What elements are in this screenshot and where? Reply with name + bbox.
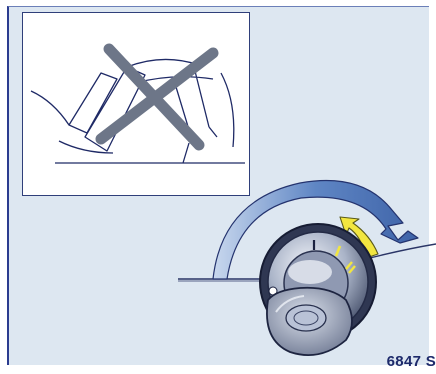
key-emblem xyxy=(286,305,326,331)
figure-reference-code: 6847 S xyxy=(387,353,436,370)
inset-drawing xyxy=(23,13,251,197)
incorrect-usage-inset xyxy=(22,12,250,196)
cross-mark xyxy=(101,49,213,145)
